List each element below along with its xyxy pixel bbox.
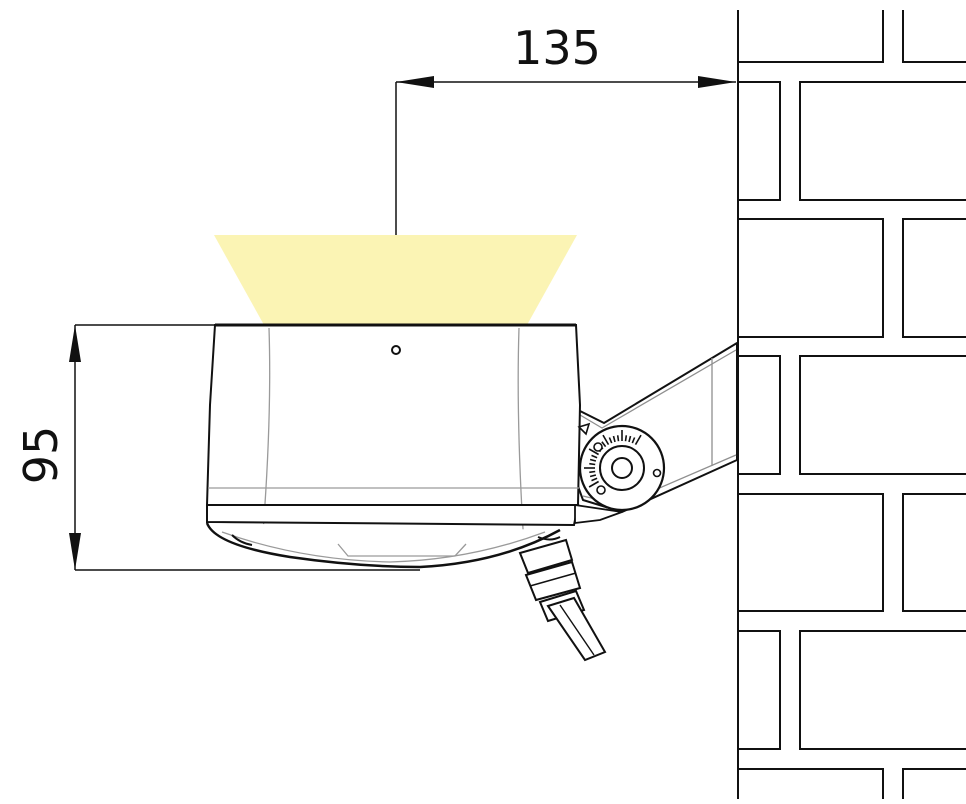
dial-tick — [616, 435, 620, 442]
dial-tick — [608, 437, 613, 444]
dial-tick — [589, 470, 596, 474]
dial-marker — [652, 468, 662, 478]
dial-pointer-icon — [577, 422, 591, 436]
brick — [902, 10, 966, 63]
brick — [902, 768, 966, 799]
dial-tick — [602, 434, 610, 446]
brick — [799, 630, 966, 750]
brick-wall — [737, 10, 966, 799]
cable — [546, 596, 607, 662]
angle-dial-icon — [577, 422, 666, 512]
arrow-head-icon — [69, 533, 81, 570]
brick — [902, 493, 966, 612]
lens-clip — [231, 534, 253, 546]
brick — [737, 218, 884, 338]
gland-nut — [518, 538, 574, 575]
brick — [738, 10, 884, 63]
dial-tick — [634, 434, 642, 446]
dial-scale — [584, 430, 642, 488]
luminaire-body — [205, 323, 623, 569]
dial-tick — [588, 480, 600, 488]
brick — [737, 493, 884, 612]
brick — [799, 81, 966, 201]
dial-tick — [591, 454, 598, 459]
brick — [737, 630, 781, 750]
projection-value: 135 — [513, 21, 601, 75]
arrow-head-icon — [69, 325, 81, 362]
arrow-head-icon — [698, 76, 736, 88]
dial-tick — [628, 435, 632, 443]
brick — [902, 218, 966, 338]
gland-thread — [529, 572, 577, 587]
dial-marker — [596, 485, 606, 495]
brick — [737, 81, 781, 201]
height-value: 95 — [14, 426, 68, 485]
sensor-hole — [391, 345, 401, 355]
dial-tick — [601, 441, 607, 448]
dimension-projection: 135 — [395, 21, 736, 235]
brick — [799, 355, 966, 475]
dimension-height: 95 — [14, 324, 420, 571]
gland-body — [524, 560, 582, 602]
lens-window — [337, 543, 467, 557]
dial-marker — [593, 442, 603, 452]
dial-tick — [589, 462, 596, 466]
bottom-band — [206, 504, 580, 527]
brick — [737, 355, 781, 475]
lens-inner-line — [221, 531, 546, 563]
dial-screw — [611, 457, 633, 479]
dial-tick — [631, 437, 636, 444]
light-beam — [214, 235, 577, 325]
cable-gland — [518, 538, 607, 662]
dial-tick — [624, 435, 628, 442]
dial-tick — [612, 435, 616, 443]
dial-tick — [589, 474, 597, 478]
dial-tick — [591, 477, 598, 482]
lens-clip — [537, 536, 561, 541]
brick — [738, 768, 884, 799]
body-bracket-joint — [574, 503, 623, 525]
dial-tick — [589, 458, 597, 462]
dial-tick — [588, 448, 600, 456]
bracket-arm-edge — [574, 349, 737, 429]
arrow-head-icon — [396, 76, 434, 88]
lens-outline — [205, 522, 561, 569]
